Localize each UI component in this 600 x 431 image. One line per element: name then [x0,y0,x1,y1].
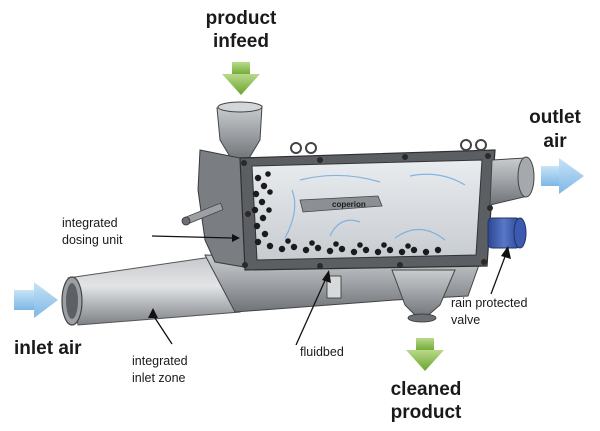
internal-baffle [299,195,383,213]
label-integrated-inlet-zone: integrated inlet zone [132,354,188,385]
product-infeed-arrow [222,62,260,95]
svg-text:product: product [391,402,462,423]
hopper-outlet-rim [407,313,437,323]
label-fluidbed: fluidbed [300,345,344,359]
svg-text:dosing unit: dosing unit [62,233,123,247]
frame-bolts [241,153,493,269]
svg-text:cleaned: cleaned [391,379,462,400]
svg-text:outlet: outlet [529,107,581,128]
svg-text:integrated: integrated [132,354,188,368]
leader-arrowheads [148,234,511,318]
inlet-pipe-inner [66,283,78,319]
inlet-air-arrow [14,282,58,318]
air-flow-streaks [284,173,466,241]
label-product-infeed: product infeed [206,8,277,52]
svg-text:product: product [206,8,277,29]
label-integrated-dosing-unit: integrated dosing unit [62,216,123,247]
svg-text:rain protected: rain protected [451,296,527,310]
dosing-unit-rod [181,202,224,226]
label-inlet-air: inlet air [14,338,82,359]
svg-text:valve: valve [451,313,480,327]
label-rain-protected-valve: rain protected valve [451,296,527,327]
brand-logo: coperion [332,200,366,209]
outlet-air-opening [517,156,535,198]
svg-text:inlet zone: inlet zone [132,371,186,385]
inspection-window [251,159,483,261]
svg-text:integrated: integrated [62,216,118,230]
rain-protected-valve [487,217,527,249]
infeed-hopper-rim [217,101,263,113]
leader-lines [151,235,507,346]
infeed-hopper [216,105,263,161]
svg-text:air: air [543,131,567,152]
cleaned-product-arrow [406,338,444,371]
label-cleaned-product: cleaned product [391,379,462,423]
lifting-eyes [290,139,487,154]
outlet-air-arrow [541,158,584,194]
svg-text:infeed: infeed [213,31,269,52]
label-outlet-air: outlet air [529,107,581,152]
fluidbed-machine: coperion [61,101,535,326]
product-particles [251,171,442,256]
